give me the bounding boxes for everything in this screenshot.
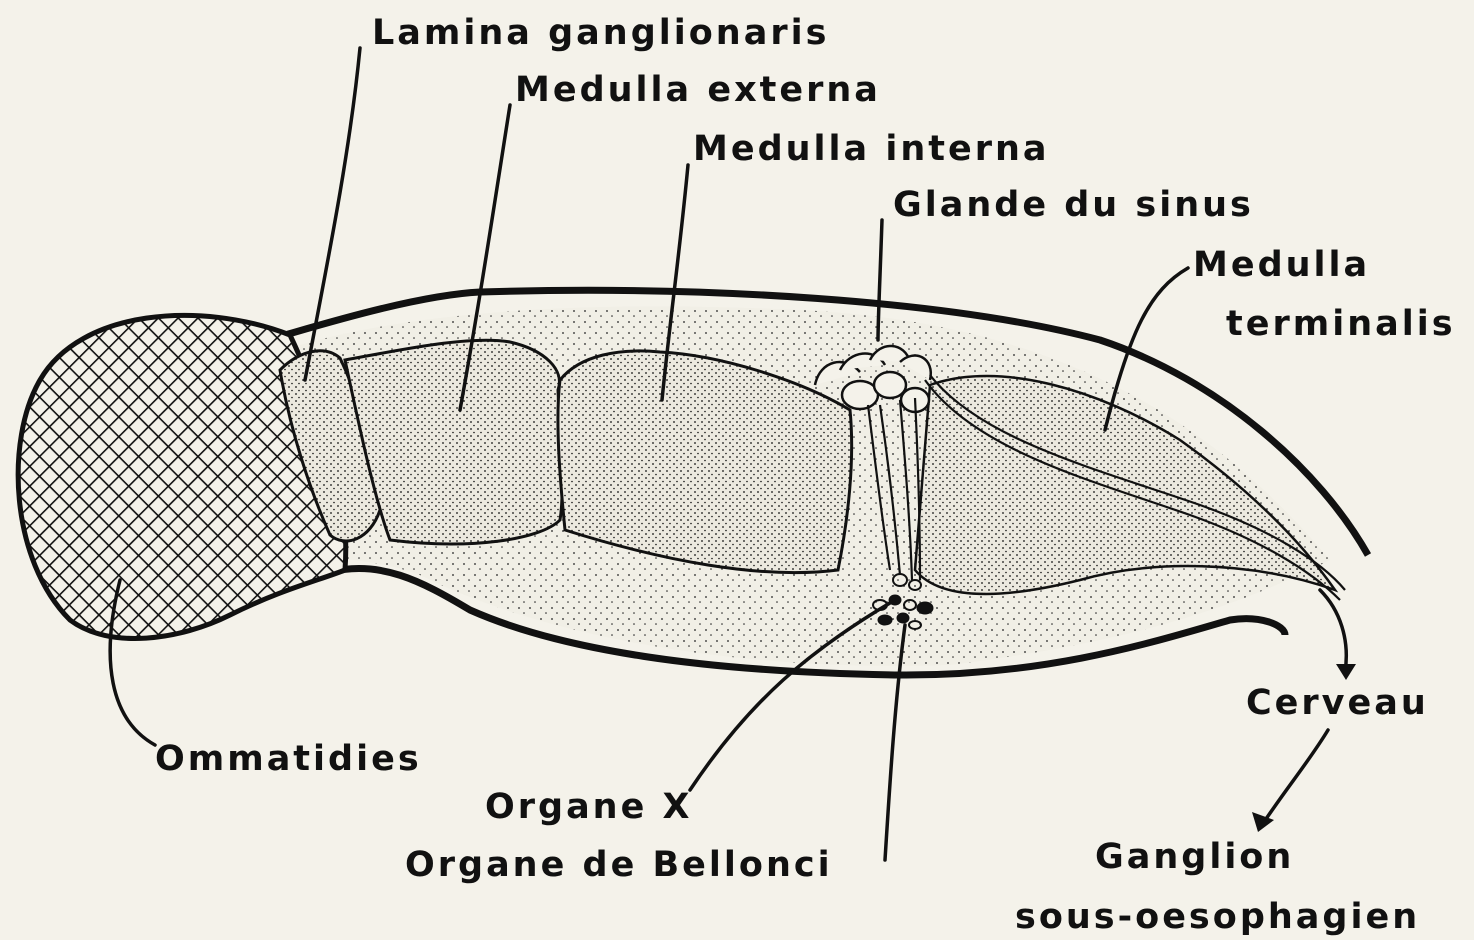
label-organe-de-bellonci: Organe de Bellonci [405, 848, 833, 883]
label-ganglion-line1: Ganglion [1095, 840, 1294, 875]
label-glande-du-sinus: Glande du sinus [893, 188, 1254, 223]
label-cerveau: Cerveau [1246, 686, 1429, 721]
label-ommatidies: Ommatidies [155, 742, 422, 777]
label-medulla-terminalis-line1: Medulla [1193, 248, 1370, 283]
leader-lamina [305, 48, 360, 380]
label-medulla-externa: Medulla externa [515, 73, 881, 108]
arrow-to-ganglion [1262, 730, 1328, 825]
arrow-to-cerveau [1320, 590, 1346, 672]
label-organe-x: Organe X [485, 790, 693, 825]
label-ganglion-line2: sous-oesophagien [1015, 900, 1420, 935]
label-medulla-interna: Medulla interna [693, 132, 1050, 167]
label-medulla-terminalis-line2: terminalis [1226, 307, 1456, 342]
label-lamina-ganglionaris: Lamina ganglionaris [372, 16, 829, 51]
